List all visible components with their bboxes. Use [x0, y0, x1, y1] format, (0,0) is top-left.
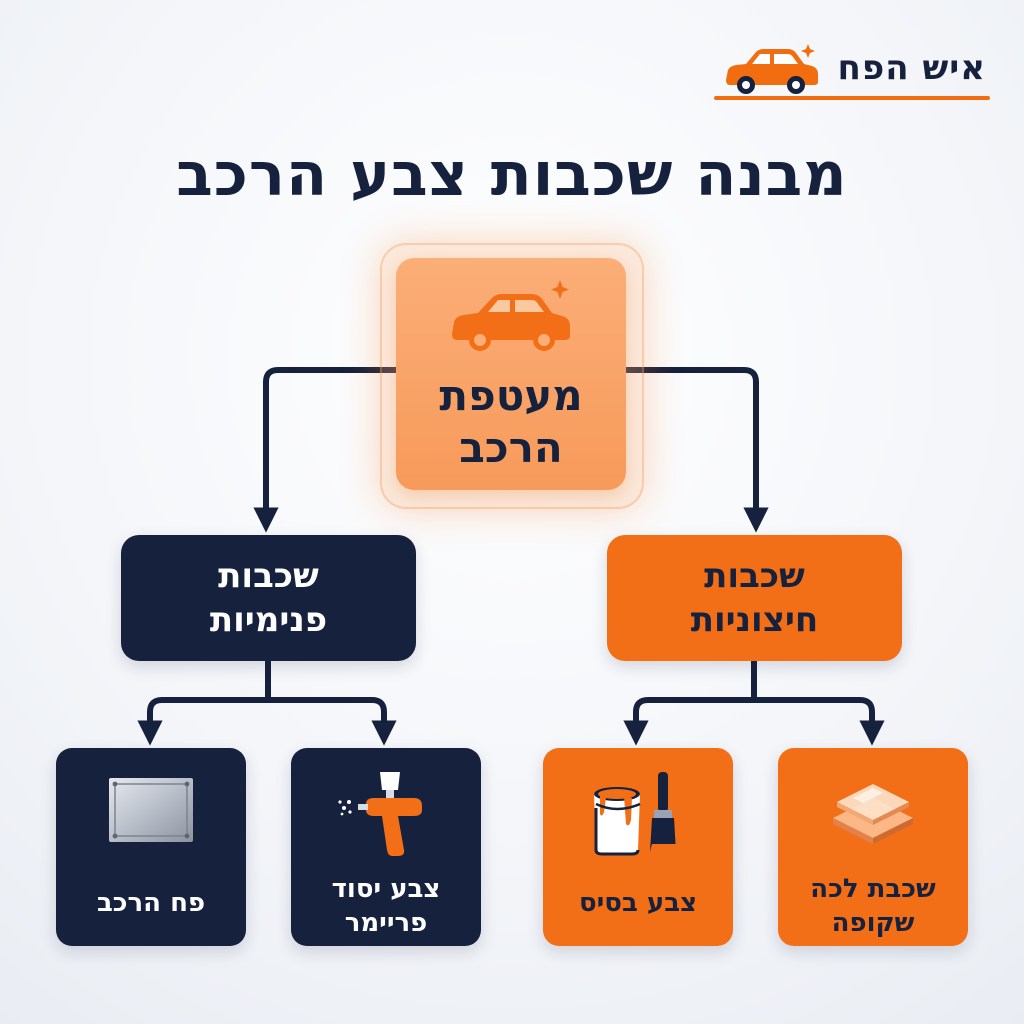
outer-layers-line1: שכבות: [704, 556, 805, 596]
primer-line1: צבע יסוד: [331, 874, 441, 904]
car-sparkle-icon: [452, 280, 570, 351]
outer-layers-line2: חיצוניות: [690, 600, 819, 640]
page-title: מבנה שכבות צבע הרכב: [176, 140, 848, 210]
inner-layers-line2: פנימיות: [209, 600, 328, 640]
metal-sheet-icon: [109, 778, 193, 842]
clear-coat-line2: שקופה: [831, 908, 915, 938]
root-node-line2: הרכב: [459, 423, 563, 472]
inner-layers-line1: שכבות: [218, 556, 319, 596]
connector-outer-base: [623, 697, 757, 746]
metal-sheet-line1: פח הרכב: [96, 888, 206, 918]
car-sparkle-icon: [726, 44, 818, 94]
primer-label: צבע יסוד פריימר: [291, 872, 481, 940]
paint-can-brush-icon: [594, 772, 676, 856]
root-node-line1: מעטפת: [439, 371, 583, 420]
connector-outer-clear: [751, 697, 885, 746]
outer-layers-node: שכבות חיצוניות: [607, 535, 902, 661]
clear-coat-label: שכבת לכה שקופה: [778, 872, 968, 940]
connector-inner-primer: [265, 697, 397, 746]
brand-underline: [714, 96, 990, 100]
brand-logo: איש הפח: [714, 28, 990, 100]
clear-coat-line1: שכבת לכה: [810, 874, 936, 904]
clear-coat-node: שכבת לכה שקופה: [778, 748, 968, 946]
primer-node: צבע יסוד פריימר: [291, 748, 481, 946]
connector-root-outer: [623, 367, 769, 533]
connector-root-inner: [253, 367, 399, 533]
primer-line2: פריימר: [344, 908, 428, 938]
connector-inner-metal: [137, 697, 271, 746]
spray-gun-icon: [338, 772, 422, 856]
metal-sheet-node: פח הרכב: [56, 748, 246, 946]
inner-layers-node: שכבות פנימיות: [121, 535, 416, 661]
metal-sheet-label: פח הרכב: [56, 886, 246, 920]
brand-name: איש הפח: [837, 48, 986, 88]
root-node: מעטפת הרכב: [396, 258, 626, 490]
root-node-label: מעטפת הרכב: [396, 370, 626, 474]
base-paint-node: צבע בסיס: [543, 748, 733, 946]
clear-coat-layers-icon: [833, 784, 913, 844]
base-paint-line1: צבע בסיס: [578, 888, 698, 918]
base-paint-label: צבע בסיס: [543, 886, 733, 920]
